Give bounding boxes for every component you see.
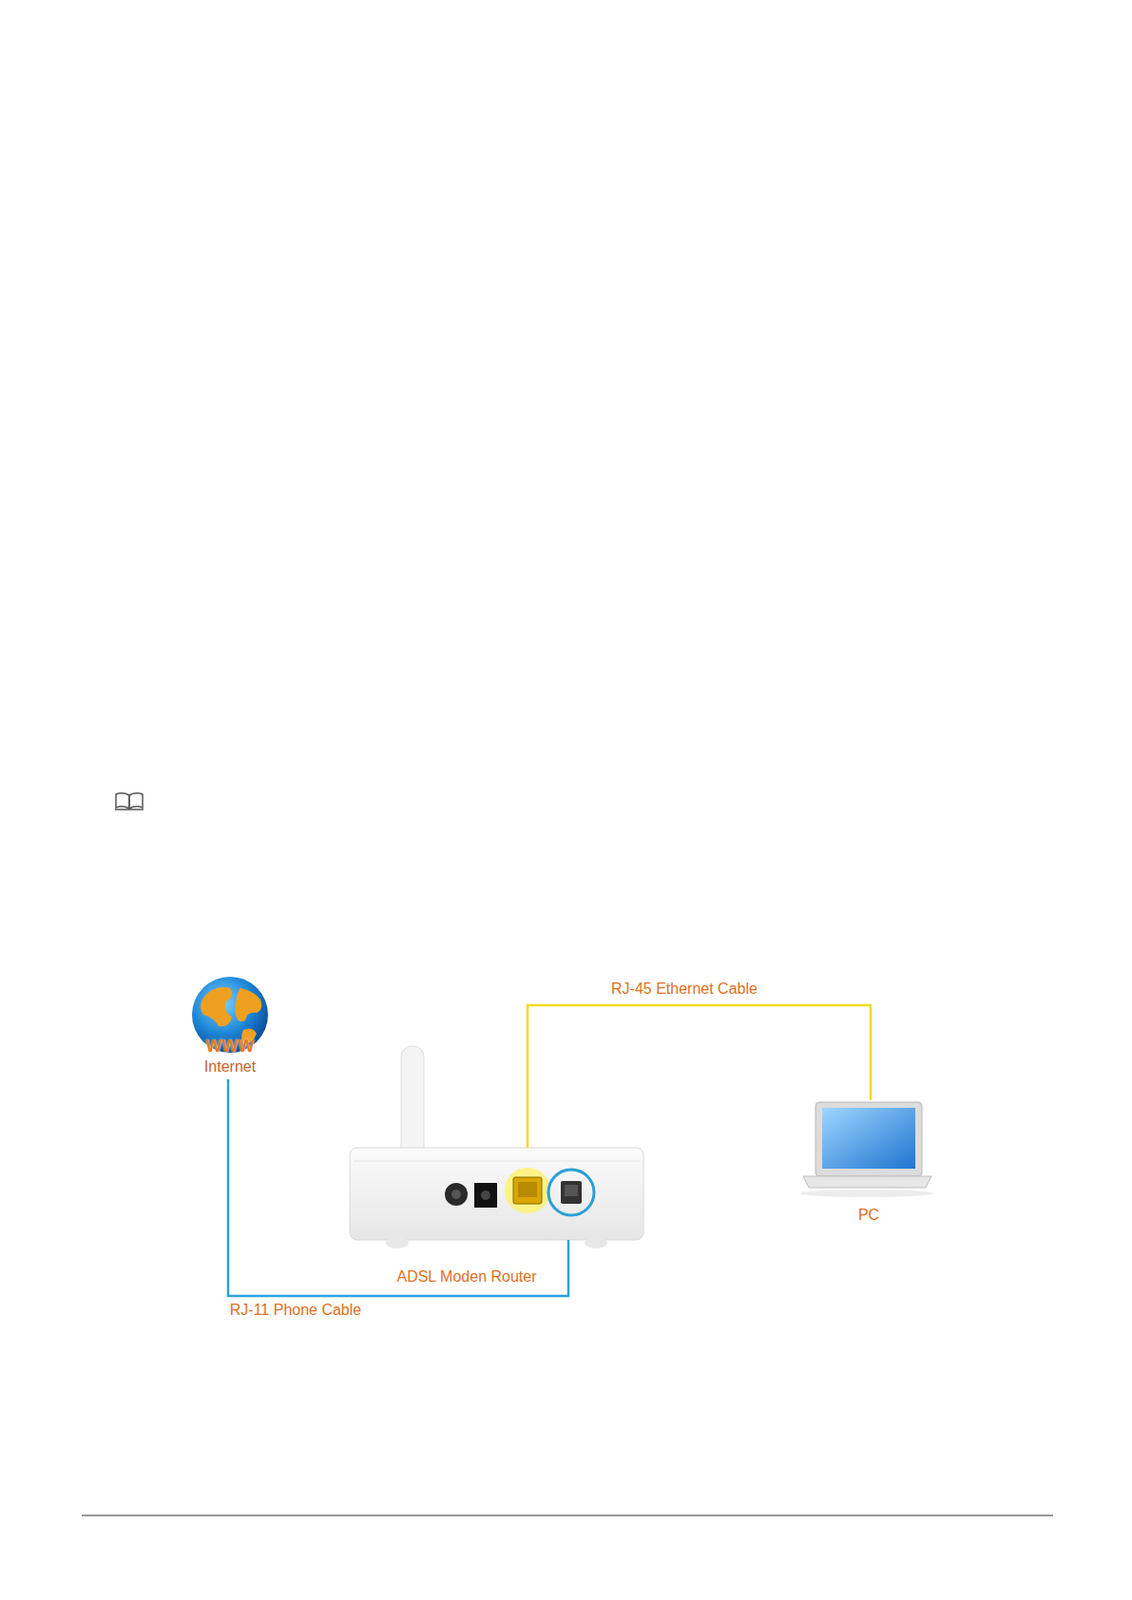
note-icon: [115, 793, 144, 810]
internet-node: WWWInternet: [185, 975, 275, 1080]
router-node: ADSL Moden Router: [349, 1148, 644, 1241]
cable-connector: [228, 1079, 569, 1297]
cable-label: RJ-11 Phone Cable: [228, 1301, 364, 1320]
node-label: WWW: [206, 1037, 255, 1056]
cable-connector: [527, 1005, 871, 1149]
footer-rule: [81, 1515, 1054, 1517]
cable-label: RJ-45 Ethernet Cable: [609, 979, 760, 998]
node-label: PC: [858, 1206, 880, 1225]
node-label: ADSL Moden Router: [396, 1267, 537, 1286]
node-label: Internet: [204, 1057, 256, 1076]
laptop-illustration: [800, 1102, 934, 1198]
router-illustration: [349, 1046, 644, 1249]
pc-node: PC: [803, 1100, 934, 1227]
